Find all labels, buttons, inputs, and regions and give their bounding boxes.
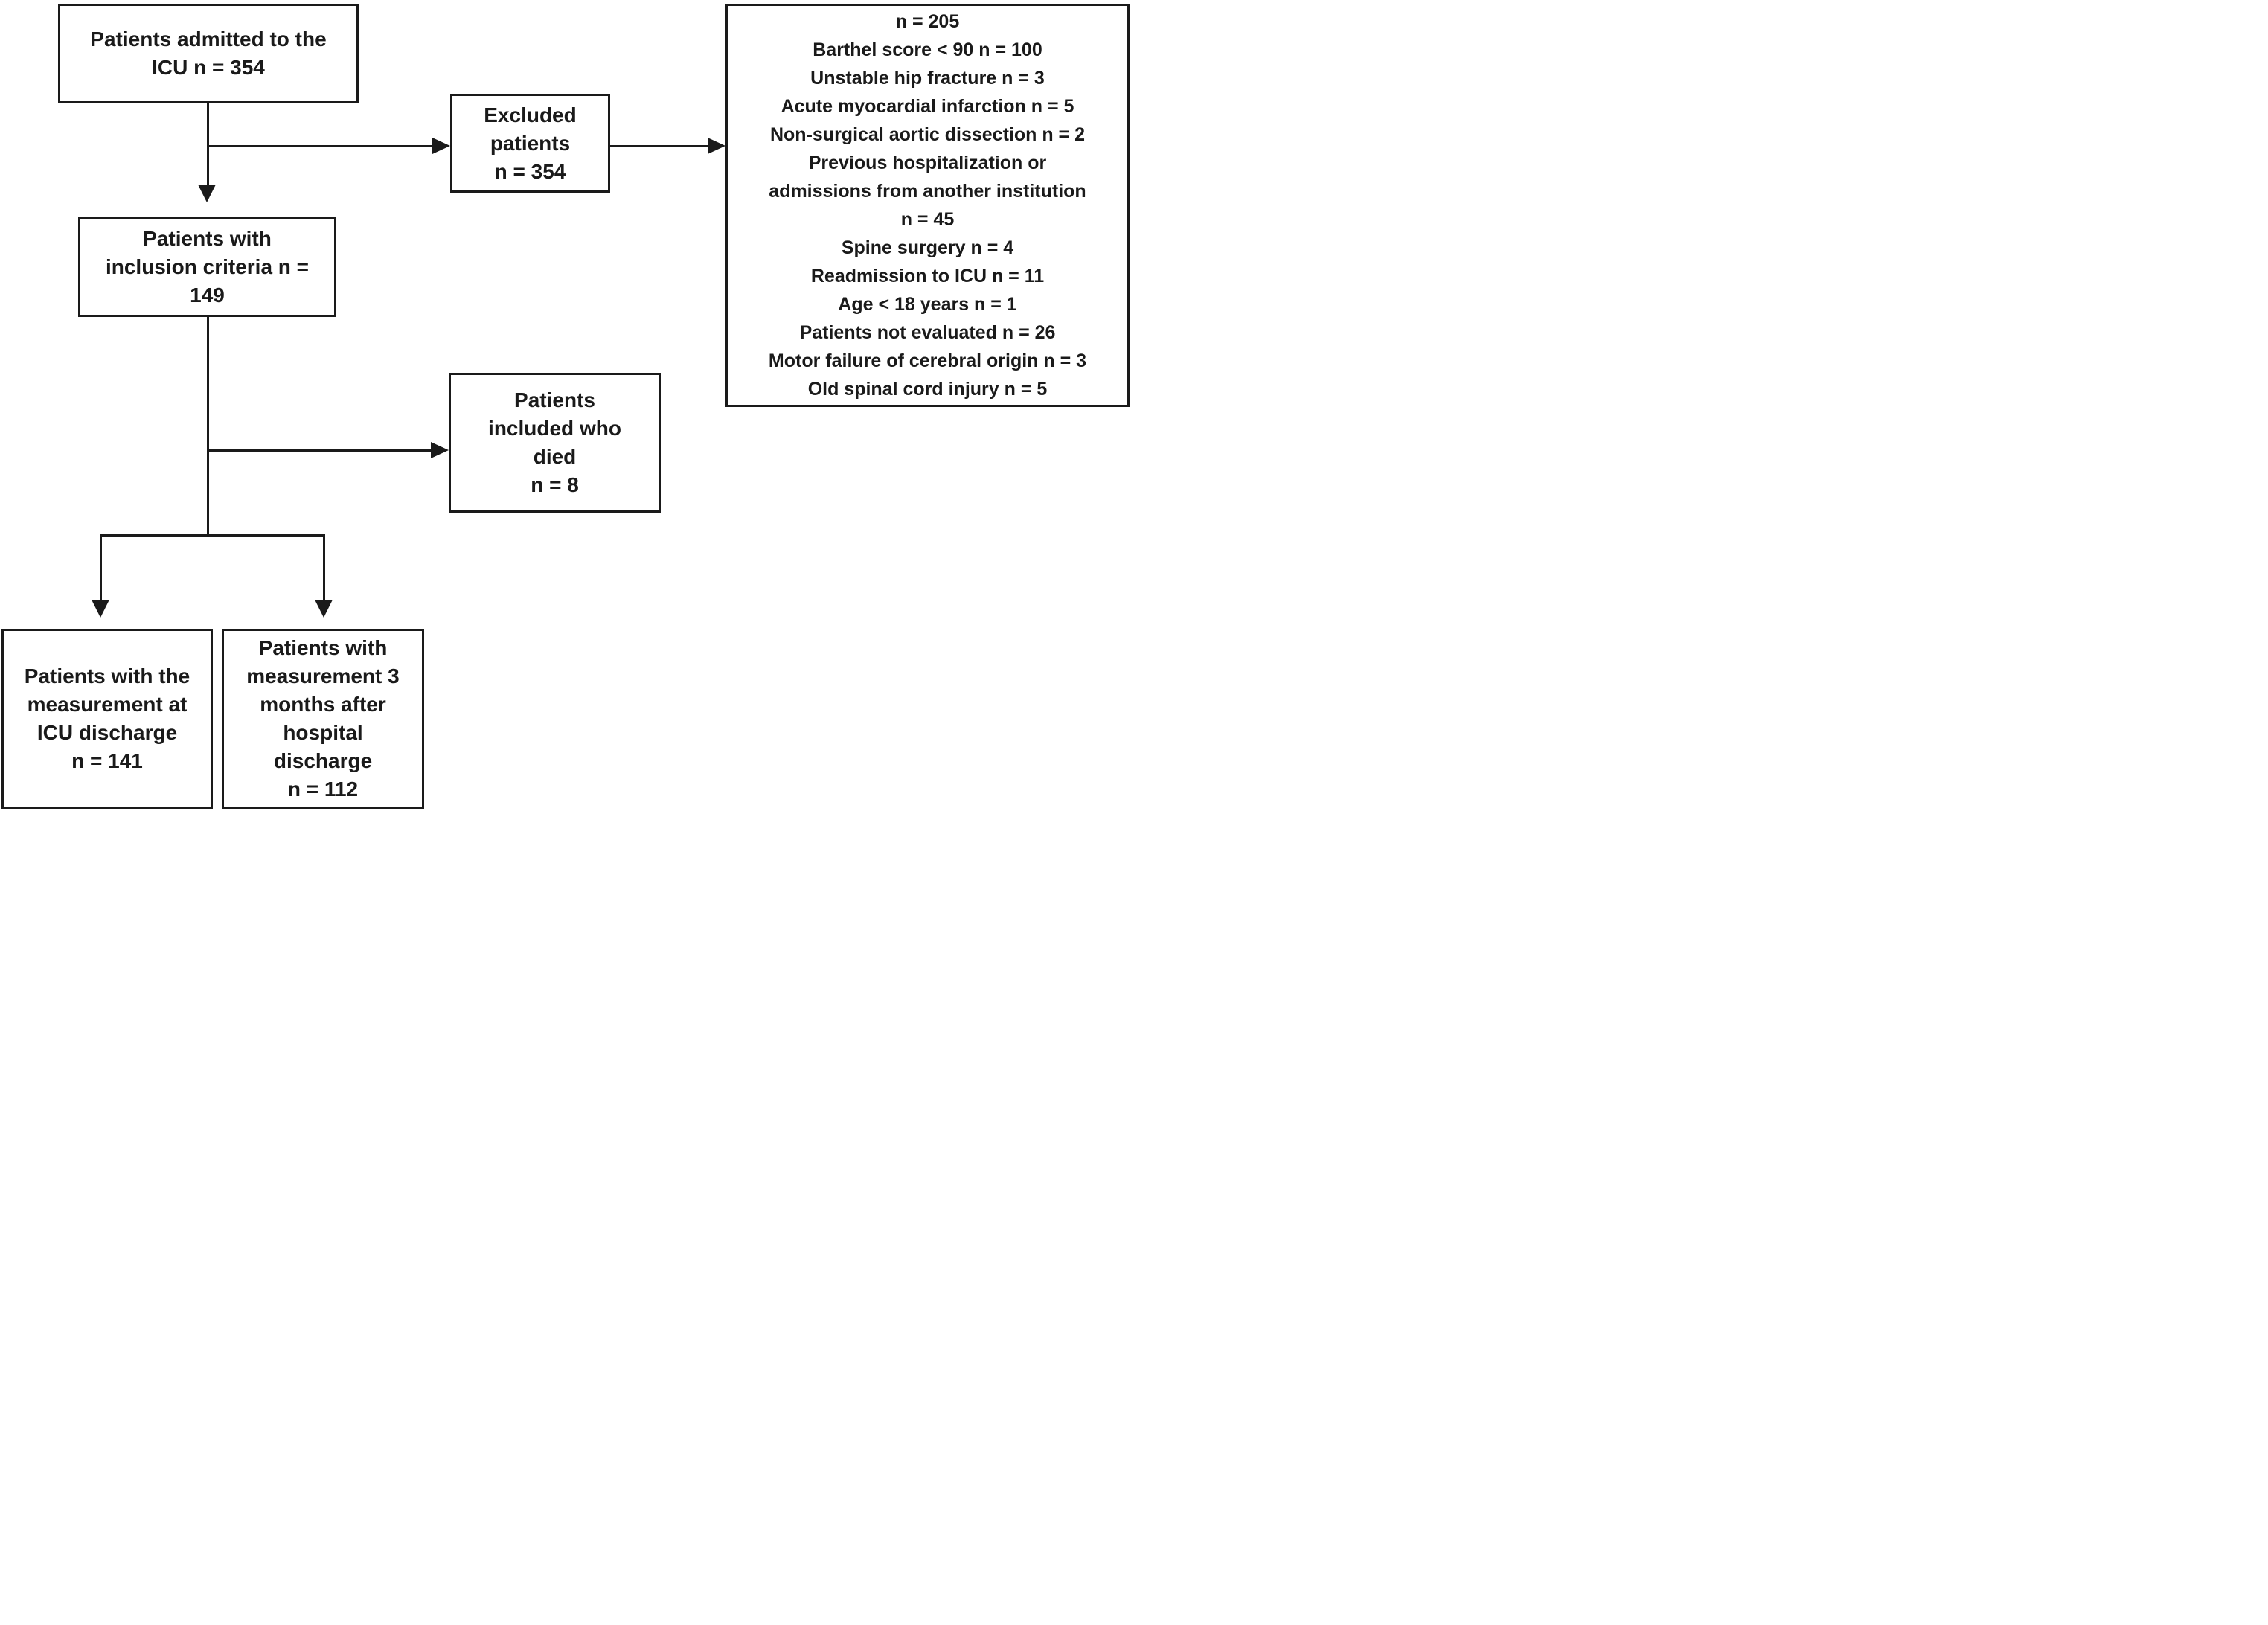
flow-box-text-line: Non-surgical aortic dissection n = 2 — [769, 124, 1086, 145]
flow-box-text-line: measurement 3 — [246, 664, 400, 688]
arrowhead-down-followup-icon — [315, 600, 333, 618]
flow-box-text-line: 149 — [190, 283, 225, 307]
flow-box-text-line: Unstable hip fracture n = 3 — [810, 68, 1045, 89]
arrowhead-down-inclusion-icon — [198, 185, 216, 202]
flow-box-excluded-patients: Excluded patients n = 354 — [450, 94, 610, 193]
flow-box-text-line: n = 112 — [287, 778, 359, 801]
flow-box-text-line: Patients with — [143, 226, 272, 250]
flow-box-text-line: hospital — [283, 721, 363, 744]
connector-admitted-to-excluded — [207, 145, 432, 147]
connector-split-bar — [100, 534, 325, 537]
flow-box-text-line: Patients — [514, 388, 595, 411]
connector-inclusion-trunk — [207, 317, 209, 536]
connector-excluded-to-reasons — [610, 145, 708, 147]
arrowhead-right-excluded-icon — [432, 138, 450, 154]
connector-split-to-followup — [323, 534, 325, 600]
flow-box-text-line: Old spinal cord injury n = 5 — [807, 379, 1048, 400]
arrowhead-down-icu-discharge-icon — [92, 600, 109, 618]
flow-box-text-line: Acute myocardial infarction n = 5 — [781, 96, 1074, 117]
flow-box-patients-died: Patients included who died n = 8 — [449, 373, 661, 513]
flow-box-text-line: ICU n = 354 — [152, 56, 265, 79]
connector-admitted-to-inclusion — [207, 103, 209, 185]
flow-box-text-line: n = 354 — [494, 159, 566, 183]
flow-box-text-line: inclusion criteria n = — [105, 254, 310, 278]
flow-box-text-line: died — [533, 445, 577, 468]
flow-box-text-line: n = 205 — [895, 11, 960, 32]
flow-box-text-line: Age < 18 years n = 1 — [838, 294, 1017, 315]
arrowhead-right-reasons-icon — [708, 138, 725, 154]
flow-box-text-line: months after — [260, 693, 386, 716]
flow-box-text-line: Previous hospitalization or — [808, 153, 1047, 173]
flow-box-text-line: Patients not evaluated n = 26 — [799, 322, 1056, 343]
flow-box-measurement-3-months: Patients with measurement 3 months after ho… — [222, 629, 424, 809]
flow-box-text-line: Spine surgery n = 4 — [841, 237, 1014, 258]
flow-box-text-line: Excluded — [484, 103, 577, 126]
flow-box-text-line: ICU discharge — [36, 721, 178, 744]
flow-box-text-line: measurement at — [27, 693, 188, 716]
flow-box-text-line: Patients with — [258, 636, 388, 659]
flow-box-text-line: admissions from another institution — [769, 181, 1086, 202]
flow-box-text-line: patients — [490, 131, 571, 155]
flow-box-text-line: Barthel score < 90 n = 100 — [813, 39, 1042, 60]
flow-box-measurement-icu-discharge: Patients with the measurement at ICU disch… — [1, 629, 213, 809]
flow-box-text-line: Patients with the — [24, 664, 190, 688]
arrowhead-right-died-icon — [431, 442, 449, 458]
flow-box-text-line: n = 45 — [900, 209, 955, 230]
flow-box-text-line: n = 141 — [71, 749, 143, 772]
flow-box-text-line: Patients admitted to the — [90, 28, 327, 51]
flow-box-text-line: included who — [488, 417, 621, 440]
connector-split-to-icu-discharge — [100, 534, 102, 600]
connector-trunk-to-died — [207, 449, 431, 452]
flow-box-text-line: discharge — [273, 749, 373, 772]
flow-box-text-line: Readmission to ICU n = 11 — [810, 266, 1045, 286]
flow-box-text-line: n = 8 — [531, 473, 579, 496]
flow-box-text-line: Motor failure of cerebral origin n = 3 — [768, 350, 1087, 371]
flow-box-inclusion-criteria: Patients with inclusion criteria n = 149 — [78, 217, 336, 317]
